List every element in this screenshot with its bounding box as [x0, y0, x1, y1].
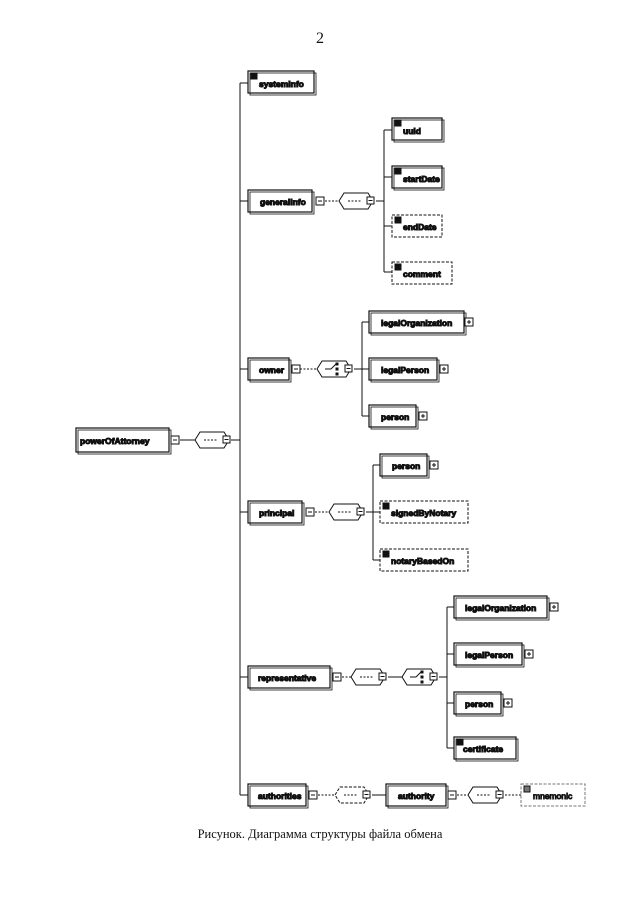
node-uuid[interactable]: uuid	[391, 117, 445, 143]
sequence-compositor-icon	[328, 503, 365, 521]
svg-text:principal: principal	[259, 508, 294, 518]
svg-text:person: person	[381, 412, 409, 422]
expand-plus-icon[interactable]	[503, 698, 513, 708]
collapse-minus-icon[interactable]	[291, 364, 301, 374]
element-icon	[456, 738, 464, 746]
expand-plus-icon[interactable]	[524, 649, 534, 659]
choice-compositor-icon	[316, 360, 353, 378]
choice-compositor-icon	[401, 668, 438, 686]
node-authority[interactable]: authority	[385, 783, 457, 809]
sequence-compositor-icon	[338, 192, 375, 210]
collapse-minus-icon[interactable]	[305, 507, 315, 517]
sequence-compositor-icon	[467, 786, 504, 804]
node-principal[interactable]: principal	[247, 500, 315, 526]
node-certificate[interactable]: certificate	[453, 736, 519, 762]
node-generalInfo[interactable]: generalInfo	[247, 189, 325, 215]
compositors	[194, 192, 504, 804]
connector-lines	[180, 82, 521, 796]
element-icon	[394, 119, 402, 127]
svg-text:notaryBasedOn: notaryBasedOn	[391, 556, 454, 566]
element-icon	[394, 167, 402, 175]
svg-text:startDate: startDate	[403, 174, 440, 184]
figure-caption: Рисунок. Диаграмма структуры файла обмен…	[197, 827, 443, 841]
element-icon	[382, 502, 390, 510]
page-number: 2	[316, 30, 324, 47]
svg-text:authority: authority	[398, 791, 435, 801]
svg-text:mnemonic: mnemonic	[533, 791, 573, 801]
element-icon	[394, 263, 402, 271]
collapse-minus-icon[interactable]	[308, 790, 318, 800]
expand-plus-icon[interactable]	[429, 460, 439, 470]
svg-text:person: person	[465, 699, 493, 709]
element-icon	[250, 72, 258, 80]
collapse-minus-icon[interactable]	[447, 790, 457, 800]
svg-text:legalOrganization: legalOrganization	[465, 603, 536, 613]
svg-text:endDate: endDate	[403, 222, 437, 232]
svg-text:legalPerson: legalPerson	[381, 365, 429, 375]
node-owner-person[interactable]: person	[368, 404, 428, 430]
svg-text:representative: representative	[258, 673, 316, 683]
svg-text:generalInfo: generalInfo	[260, 197, 306, 207]
node-signedByNotary[interactable]: signedByNotary	[379, 500, 469, 524]
element-icon	[394, 216, 402, 224]
svg-text:legalPerson: legalPerson	[465, 650, 513, 660]
node-rep-legalPerson[interactable]: legalPerson	[453, 642, 534, 668]
node-authorities[interactable]: authorities	[247, 783, 318, 809]
node-powerOfAttorney[interactable]: powerOfAttorney	[75, 427, 180, 455]
node-endDate[interactable]: endDate	[391, 214, 443, 238]
svg-text:signedByNotary: signedByNotary	[391, 508, 456, 518]
svg-text:comment: comment	[403, 269, 441, 279]
svg-text:owner: owner	[259, 365, 285, 375]
node-startDate[interactable]: startDate	[391, 165, 445, 191]
node-principal-person[interactable]: person	[379, 453, 439, 479]
svg-text:person: person	[392, 461, 420, 471]
svg-text:certificate: certificate	[463, 744, 503, 754]
node-comment[interactable]: comment	[391, 261, 453, 285]
svg-text:legalOrganization: legalOrganization	[381, 318, 452, 328]
element-boxes: powerOfAttorney systemInfo generalInfo	[75, 70, 586, 809]
node-notaryBasedOn[interactable]: notaryBasedOn	[379, 548, 469, 572]
node-representative[interactable]: representative	[247, 665, 342, 691]
svg-text:uuid: uuid	[403, 126, 421, 136]
sequence-compositor-icon	[350, 668, 387, 686]
element-icon	[523, 785, 531, 793]
svg-text:powerOfAttorney: powerOfAttorney	[80, 436, 150, 446]
svg-text:systemInfo: systemInfo	[259, 79, 304, 89]
node-systemInfo[interactable]: systemInfo	[247, 70, 317, 96]
expand-plus-icon[interactable]	[464, 317, 474, 327]
sequence-compositor-icon	[334, 786, 371, 804]
collapse-minus-icon[interactable]	[170, 435, 180, 445]
svg-text:authorities: authorities	[258, 791, 302, 801]
expand-plus-icon[interactable]	[549, 602, 559, 612]
expand-plus-icon[interactable]	[418, 411, 428, 421]
node-owner[interactable]: owner	[247, 357, 301, 383]
element-icon	[382, 550, 390, 558]
expand-plus-icon[interactable]	[439, 364, 449, 374]
node-mnemonic[interactable]: mnemonic	[520, 783, 586, 807]
collapse-minus-icon[interactable]	[315, 196, 325, 206]
node-rep-legalOrganization[interactable]: legalOrganization	[453, 595, 559, 621]
node-owner-legalOrganization[interactable]: legalOrganization	[368, 310, 474, 336]
sequence-compositor-icon	[194, 431, 231, 449]
collapse-minus-icon[interactable]	[332, 672, 342, 682]
node-owner-legalPerson[interactable]: legalPerson	[368, 357, 449, 383]
node-rep-person[interactable]: person	[453, 691, 513, 717]
